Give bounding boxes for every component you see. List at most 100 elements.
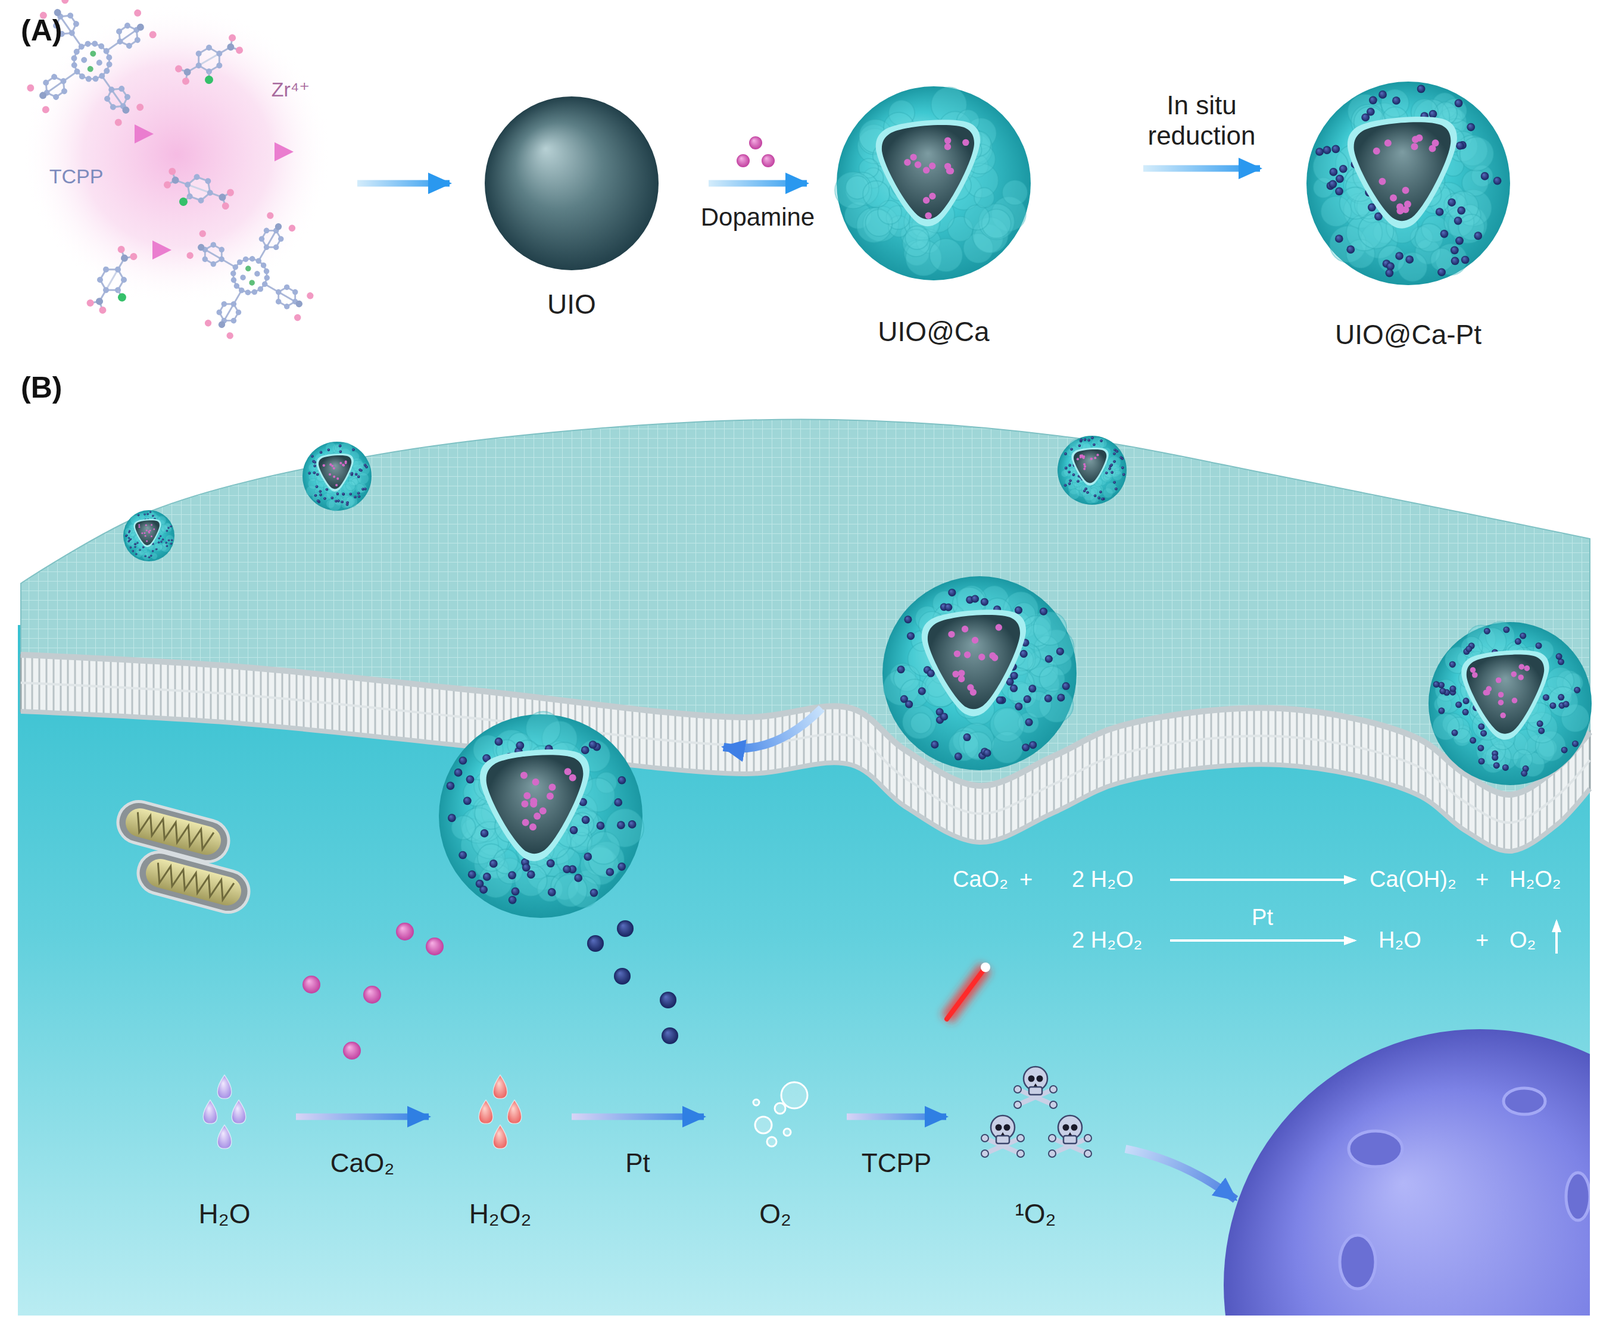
platinum-dots: [446, 737, 637, 905]
bilayer-midplane: [20, 682, 1590, 823]
platinum-dots-part: [1440, 229, 1449, 239]
shell-bumps: [1312, 89, 1494, 282]
platinum-dots-part: [353, 496, 357, 499]
platinum-dots-part: [351, 448, 355, 452]
platinum-dots-part: [1014, 702, 1023, 711]
nanoparticle: [302, 441, 372, 511]
platinum-dots-part: [1480, 172, 1490, 181]
shell-bumps-part: [1081, 484, 1091, 495]
platinum-dots-part: [1064, 466, 1068, 470]
node-art: [1306, 81, 1511, 286]
porphyrin-molecule-part: [185, 251, 195, 260]
porphyrin-molecule-part: [214, 290, 249, 326]
porphyrin-molecule-part: [232, 263, 240, 271]
platinum-dots-part: [167, 526, 170, 529]
calcium-peroxide-dots-part: [922, 166, 930, 174]
calcium-peroxide-dots-part: [1080, 454, 1084, 457]
platinum-dots-part: [363, 463, 367, 467]
porphyrin-molecule-part: [107, 86, 115, 94]
calcium-peroxide-dot: [363, 986, 382, 1004]
platinum-dots-part: [316, 499, 320, 503]
porphyrin-molecule-part: [233, 282, 241, 290]
porphyrin-molecule-part: [60, 0, 70, 5]
porphyrin-molecule-part: [275, 298, 283, 306]
skull-icon-part: [1071, 1124, 1078, 1132]
precursor-cluster: TCPPZr⁴⁺: [20, 0, 334, 310]
platinum-dots-part: [1454, 216, 1463, 226]
platinum-dots-part: [1563, 701, 1570, 709]
platinum-dots-part: [326, 448, 330, 452]
platinum-dots-part: [340, 500, 344, 504]
platinum-dots-part: [319, 490, 323, 494]
platinum-dots-part: [1080, 438, 1084, 442]
calcium-peroxide-dots-part: [1518, 663, 1525, 670]
skull-icon-part: [1017, 1150, 1025, 1158]
skull-icon-part: [1049, 1101, 1057, 1109]
porphyrin-molecule-part: [114, 118, 123, 127]
platinum-particle: UIO@Ca-Pt: [1306, 81, 1511, 286]
calcium-peroxide-dots-part: [989, 652, 996, 660]
shell-bumps: [834, 86, 1028, 276]
calcium-peroxide-dots-part: [1373, 147, 1381, 155]
platinum-dots-part: [169, 525, 172, 527]
linker-molecule-part: [113, 265, 123, 274]
linker-molecule-part: [183, 181, 192, 189]
shell-bumps-part: [1061, 470, 1069, 478]
calcium-peroxide-dots-part: [1510, 671, 1517, 678]
platinum-dots-part: [1465, 646, 1472, 653]
porphyrin-molecule-part: [123, 22, 132, 30]
platinum-dots-part: [1097, 496, 1101, 500]
platinum-dots-part: [313, 460, 317, 464]
platinum-dots-part: [516, 741, 525, 751]
cut-away-core: [927, 615, 1021, 710]
porphyrin-molecule-part: [239, 273, 247, 282]
calcium-peroxide-dot: [395, 922, 414, 941]
porphyrin-molecule-part: [220, 300, 228, 308]
platinum-dots-part: [1335, 186, 1344, 196]
calcium-peroxide-dots-part: [1076, 457, 1079, 461]
porphyrin-molecule-part: [42, 79, 50, 87]
platinum-dots-part: [313, 471, 317, 475]
platinum-dots-part: [588, 740, 598, 750]
pointer-triangle: [274, 142, 294, 162]
node-shape: [836, 86, 1031, 281]
linker-molecule-part: [204, 43, 214, 52]
node-label: UIO@Ca: [877, 316, 990, 348]
platinum-dots-part: [1099, 439, 1103, 443]
calcium-peroxide-dots-part: [964, 651, 971, 658]
platinum-dots-part: [307, 472, 311, 476]
platinum-dots-part: [354, 472, 358, 476]
bubble: [783, 1128, 791, 1137]
platinum-dots-part: [166, 529, 168, 532]
platinum-dots-part: [336, 492, 340, 496]
platinum-dots-part: [1014, 606, 1023, 615]
porphyrin-molecule-part: [287, 223, 296, 233]
porphyrin-molecule-part: [60, 87, 68, 95]
platinum-dots-part: [1449, 661, 1456, 669]
calcium-peroxide-dots-part: [1083, 465, 1087, 469]
platinum-dots-part: [944, 603, 953, 612]
porphyrin-molecule-part: [133, 8, 142, 18]
uptake-arrow: [723, 708, 822, 749]
droplet: [203, 1100, 217, 1125]
porphyrin-molecule-part: [198, 229, 207, 239]
platinum-dots-part: [980, 598, 989, 607]
platinum-dots-part: [1461, 256, 1470, 265]
platinum-dots-part: [1457, 206, 1466, 215]
calcium-peroxide-dots-part: [569, 774, 577, 782]
shell-bumps-part: [162, 541, 168, 548]
porphyrin-molecule-part: [209, 260, 217, 268]
droplet: [217, 1125, 232, 1150]
shell-bumps-part: [1002, 180, 1028, 206]
platinum-dots-part: [1535, 642, 1543, 650]
calcium-peroxide-dots-part: [332, 467, 336, 470]
calcium-peroxide-dots-part: [922, 197, 930, 204]
shell-bumps-part: [357, 472, 369, 485]
platinum-dots-part: [1045, 655, 1053, 663]
cut-away-core: [1466, 655, 1545, 735]
platinum-dots: [897, 588, 1071, 761]
laser-beam-part: [946, 967, 986, 1020]
node-label: UIO: [547, 288, 597, 321]
platinum-dots-part: [1039, 607, 1048, 616]
